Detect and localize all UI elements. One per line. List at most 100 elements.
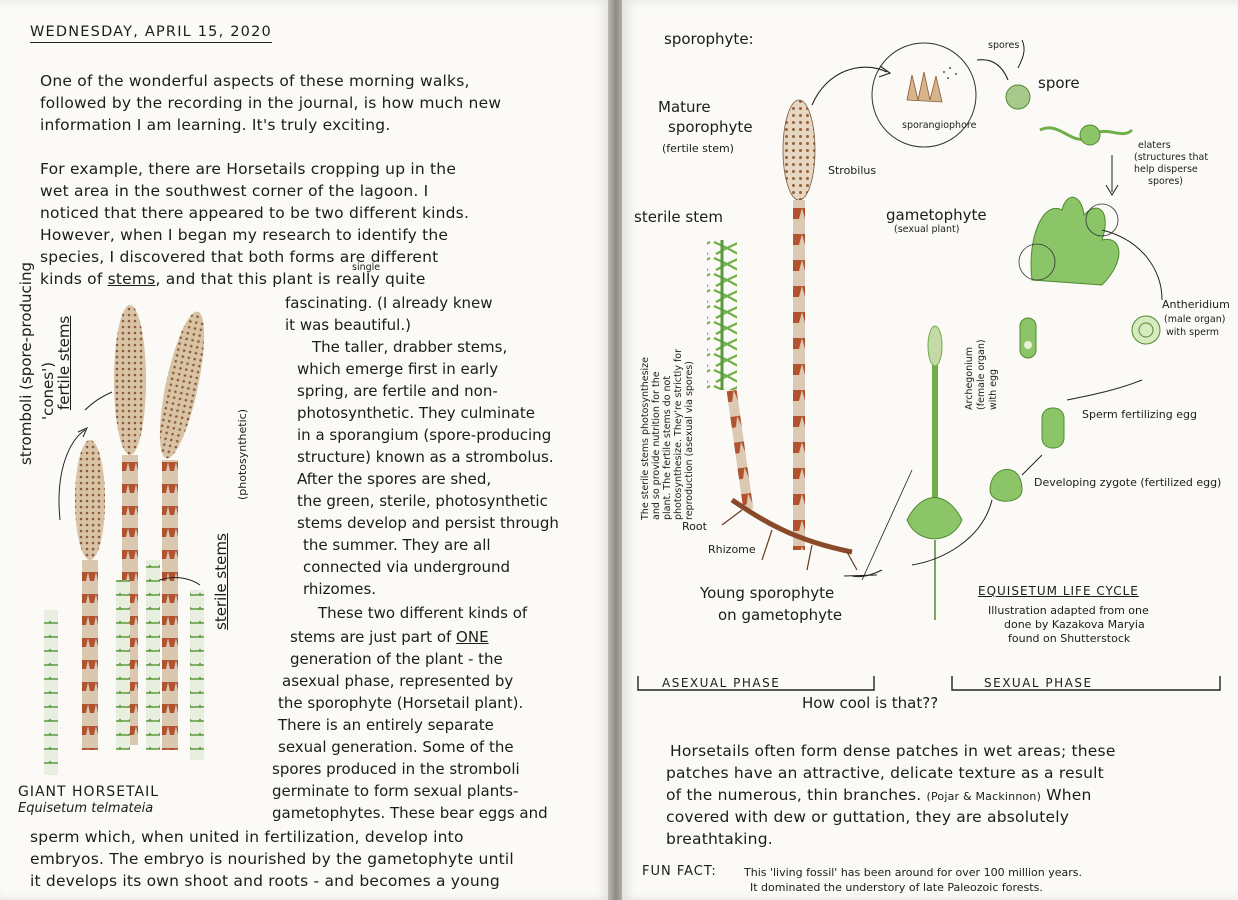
col-line-18: asexual phase, represented by [282,672,514,690]
one-underlined: ONE [456,628,489,646]
antheridium-label-1: Antheridium [1162,298,1230,311]
mature-label-1: Mature [658,98,711,116]
how-cool-text: How cool is that?? [802,694,939,712]
archegonium-label-1: Archegonium [964,346,975,410]
para2-line-6: kinds of stems, and that this plant is r… [40,268,426,290]
para2-line-1: For example, there are Horsetails croppi… [40,160,457,178]
closing-branches-text: of the numerous, thin branches. [666,786,922,804]
elaters-label-1: elaters [1138,140,1171,151]
life-cycle-illustration [637,39,1221,691]
fertile-stems-label: fertile stems [55,315,73,410]
closing-line-4: covered with dew or guttation, they are … [666,808,1070,826]
col-line-16: stems are just part of ONE [290,626,489,648]
col-line-13: connected via underground [303,558,511,576]
intro-line-1: One of the wonderful aspects of these mo… [40,72,470,90]
closing-line-5: breathtaking. [666,830,773,848]
col-line-3: The taller, drabber stems, [312,338,508,356]
sperm-fertilizing-label: Sperm fertilizing egg [1082,408,1197,421]
col-line-20: There is an entirely separate [278,716,494,734]
adapted-line-1: Illustration adapted from one [988,604,1149,617]
col-line-24: gametophytes. These bear eggs and [272,804,548,822]
archegonium-label-3: with egg [988,368,999,410]
right-journal-page: sporophyte: Mature sporophyte (fertile s… [622,0,1238,900]
bottom-line-1: sperm which, when united in fertilizatio… [30,828,464,846]
col-line-15: These two different kinds of [318,604,528,622]
giant-horsetail-title: GIANT HORSETAIL [18,784,160,800]
col-line-7: in a sporangium (spore-producing [297,426,552,444]
gametophyte-label: gametophyte [886,206,987,224]
sporangiophore-label: sporangiophore [902,120,977,131]
col-line-1: fascinating. (I already knew [285,294,493,312]
stromboli-label: stromboli (spore-producing [17,262,35,465]
elaters-label-4: spores) [1148,176,1183,187]
left-journal-page: WEDNESDAY, APRIL 15, 2020 One of the won… [0,0,610,900]
kinds-end-text: , and that this plant is really quite [155,270,426,288]
asexual-phase-label: ASEXUAL PHASE [662,676,781,690]
gametophyte-drawing [1030,197,1120,286]
developing-zygote-label: Developing zygote (fertilized egg) [1034,476,1222,489]
col-line-19: the sporophyte (Horsetail plant). [278,694,524,712]
col-line-21: sexual generation. Some of the [278,738,514,756]
para2-line-4: However, when I began my research to ide… [40,226,449,244]
horsetail-illustration [44,305,205,775]
strobilus-cone [782,99,816,201]
photosynthetic-label: (photosynthetic) [236,409,249,500]
antheridium-label-2: (male organ) [1164,314,1226,325]
life-cycle-title: EQUISETUM LIFE CYCLE [978,584,1139,598]
col-line-23: germinate to form sexual plants- [272,782,519,800]
col-line-8: structure) known as a strombolus. [297,448,554,466]
closing-when-text: When [1041,786,1092,804]
species-name: Equisetum telmateia [18,801,154,816]
single-insert: single [352,262,381,273]
bottom-line-2: embryos. The embryo is nourished by the … [30,850,514,868]
fertile-stem-shaft [793,200,805,550]
col-line-4: which emerge first in early [297,360,499,378]
para2-line-5: species, I discovered that both forms ar… [40,248,439,266]
antheridium-drawing [1131,315,1161,345]
antheridium-label-3: with sperm [1166,327,1219,338]
col-line-10: the green, sterile, photosynthetic [297,492,548,510]
book-gutter [608,0,624,900]
sterile-stem-1 [44,610,58,775]
sterile-stem-4 [190,590,204,760]
col-line-6: photosynthetic. They culminate [297,404,535,422]
intro-line-2: followed by the recording in the journal… [40,94,502,112]
para2-line-3: noticed that there appeared to be two di… [40,204,470,222]
adapted-line-3: found on Shutterstock [1008,632,1131,645]
sexual-plant-label: (sexual plant) [894,224,960,235]
mature-label-3: (fertile stem) [662,142,734,155]
col-line-17: generation of the plant - the [290,650,503,668]
zygote-drawing [989,468,1023,502]
fun-fact-line-2: It dominated the understory of late Pale… [750,881,1043,894]
closing-line-3: of the numerous, thin branches. (Pojar &… [666,784,1092,806]
spores-label: spores [988,40,1020,51]
fun-fact-line-1: This 'living fossil' has been around for… [744,866,1082,879]
elaters-label-3: help disperse [1134,164,1198,175]
strobilus-label: Strobilus [828,164,877,177]
rhizome-label: Rhizome [708,543,756,556]
fertile-stem-1 [75,440,105,750]
sterile-stems-label: sterile stems [212,533,230,630]
closing-line-1: Horsetails often form dense patches in w… [670,742,1116,760]
fertile-stem-3 [159,311,205,750]
young-sporophyte-label-2: on gametophyte [718,606,843,624]
bottom-line-3: it develops its own shoot and roots - an… [30,872,500,890]
sexual-phase-bracket [951,676,1221,691]
sterile-stem-2 [116,580,130,750]
para2-line-2: wet area in the southwest corner of the … [40,182,429,200]
stems-part-of-text: stems are just part of [290,628,457,646]
closing-line-2: patches have an attractive, delicate tex… [666,764,1104,782]
col-line-11: stems develop and persist through [297,514,559,532]
young-sporophyte-label-1: Young sporophyte [700,584,835,602]
col-line-5: spring, are fertile and non- [297,382,498,400]
kinds-of-text: kinds of [40,270,108,288]
rhizome-drawing [730,497,853,555]
intro-line-3: information I am learning. It's truly ex… [40,116,391,134]
root-label: Root [682,520,707,533]
col-line-22: spores produced in the stromboli [272,760,520,778]
col-line-2: it was beautiful.) [285,316,411,334]
asexual-phase-bracket [637,676,875,691]
citation: (Pojar & Mackinnon) [926,790,1042,803]
col-line-14: rhizomes. [303,580,377,598]
sporangiophore-circle [871,42,977,148]
